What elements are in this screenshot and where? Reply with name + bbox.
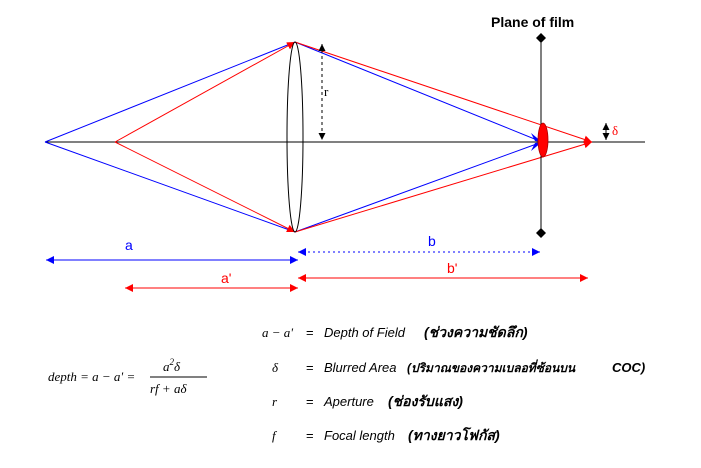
legend-thai-depth-of-field: (ช่วงความชัดลึก)	[424, 324, 528, 340]
red-ray-lower-object	[114, 141, 296, 233]
numerator-delta: δ	[174, 359, 181, 374]
legend-symbol-a-minus-a-prime: a − a'	[262, 325, 293, 340]
formula-denominator: rf + aδ	[150, 381, 187, 396]
legend-row-blurred-area: δ = Blurred Area (ปริมาณของความเบลอที่ซ้…	[272, 359, 645, 375]
legend-equals: =	[306, 325, 314, 340]
film-plane-bottom-marker	[536, 228, 546, 238]
legend-symbol-f: f	[272, 428, 278, 443]
legend-text-focal-length: Focal length	[324, 428, 395, 443]
numerator-base: a	[163, 359, 170, 374]
legend-row-aperture: r = Aperture (ช่องรับแสง)	[272, 393, 463, 409]
legend-equals: =	[306, 394, 314, 409]
circle-of-confusion	[537, 122, 549, 158]
legend-thai-aperture: (ช่องรับแสง)	[388, 393, 463, 409]
legend-thai-focal-length: (ทางยาวโฟกัส)	[408, 426, 500, 443]
red-ray-lower-image	[294, 140, 593, 233]
legend-row-focal-length: f = Focal length (ทางยาวโฟกัส)	[272, 426, 500, 443]
label-a-prime: a'	[221, 270, 231, 286]
label-b: b	[428, 233, 436, 249]
legend-symbol-delta: δ	[272, 360, 279, 375]
legend-text-depth-of-field: Depth of Field	[324, 325, 406, 340]
legend-text-blurred-area: Blurred Area	[324, 360, 397, 375]
formula-numerator: a2δ	[163, 357, 181, 374]
legend-text-aperture: Aperture	[323, 394, 374, 409]
numerator-exponent: 2	[170, 357, 175, 367]
blue-ray-lower-image	[294, 141, 543, 233]
legend-equals: =	[306, 428, 314, 443]
legend-equals: =	[306, 360, 314, 375]
formula-lhs: depth = a − a' =	[48, 369, 135, 384]
depth-formula: depth = a − a' = a2δ rf + aδ	[48, 357, 207, 396]
red-ray-upper-object	[114, 41, 296, 143]
blue-ray-upper-image	[294, 41, 543, 143]
film-plane-top-marker	[536, 33, 546, 43]
red-ray-upper-image	[294, 41, 593, 144]
delta-label: δ	[612, 123, 618, 138]
legend-thai-blurred-area: (ปริมาณของความเบลอที่ซ้อนบน	[407, 359, 576, 375]
legend-row-depth-of-field: a − a' = Depth of Field (ช่วงความชัดลึก)	[262, 324, 528, 340]
label-a: a	[125, 237, 133, 253]
legend-coc: COC)	[612, 360, 645, 375]
legend-symbol-r: r	[272, 394, 278, 409]
blue-ray-lower-object	[44, 141, 296, 233]
blue-ray-upper-object	[44, 41, 296, 143]
film-plane-title: Plane of film	[491, 14, 574, 30]
label-b-prime: b'	[447, 260, 457, 276]
lens	[286, 41, 304, 233]
aperture-r-label: r	[324, 84, 329, 99]
